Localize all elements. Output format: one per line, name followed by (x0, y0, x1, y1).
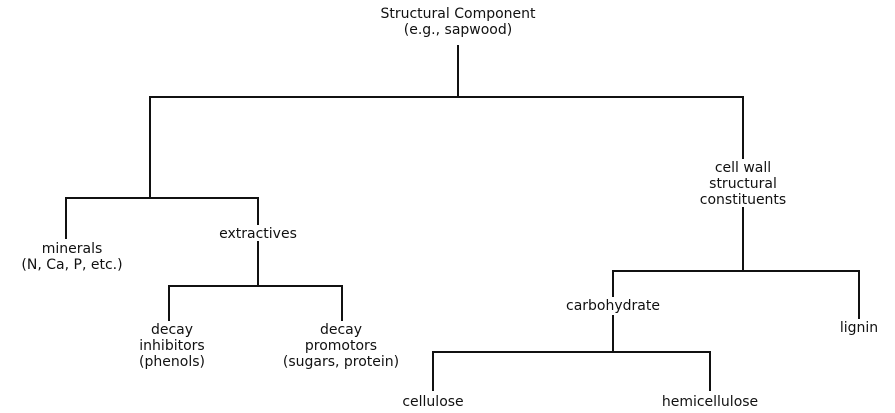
node-cell-wall-line1: cell wall (714, 160, 772, 176)
node-cellulose-label: cellulose (402, 394, 464, 410)
node-cell-wall-line2: structural (709, 176, 777, 192)
node-minerals-line2: (N, Ca, P, etc.) (21, 257, 123, 273)
node-decay-promotors: decay promotors (sugars, protein) (283, 322, 399, 370)
node-hemicellulose-label: hemicellulose (661, 394, 759, 410)
node-minerals: minerals (N, Ca, P, etc.) (21, 241, 122, 273)
node-lignin: lignin (840, 320, 878, 336)
node-decay-promotors-line2: promotors (304, 338, 378, 354)
node-decay-inhibitors-line1: decay (150, 322, 194, 338)
node-decay-inhibitors-line3: (phenols) (139, 354, 205, 370)
node-cellulose: cellulose (402, 394, 463, 410)
node-lignin-label: lignin (839, 320, 879, 336)
node-extractives-label: extractives (219, 226, 297, 242)
node-root-line1: Structural Component (380, 6, 536, 22)
node-cell-wall-line3: constituents (699, 192, 787, 208)
node-decay-promotors-line3: (sugars, protein) (282, 354, 400, 370)
node-hemicellulose: hemicellulose (662, 394, 758, 410)
node-decay-promotors-line1: decay (319, 322, 363, 338)
node-root-line2: (e.g., sapwood) (403, 22, 513, 38)
node-root: Structural Component (e.g., sapwood) (380, 6, 535, 38)
node-extractives: extractives (219, 226, 297, 242)
node-decay-inhibitors: decay inhibitors (phenols) (139, 322, 205, 370)
node-minerals-line1: minerals (41, 241, 103, 257)
node-carbohydrate-label: carbohydrate (566, 298, 660, 314)
node-decay-inhibitors-line2: inhibitors (139, 338, 205, 354)
node-carbohydrate: carbohydrate (566, 298, 660, 314)
node-cell-wall: cell wall structural constituents (700, 160, 786, 208)
